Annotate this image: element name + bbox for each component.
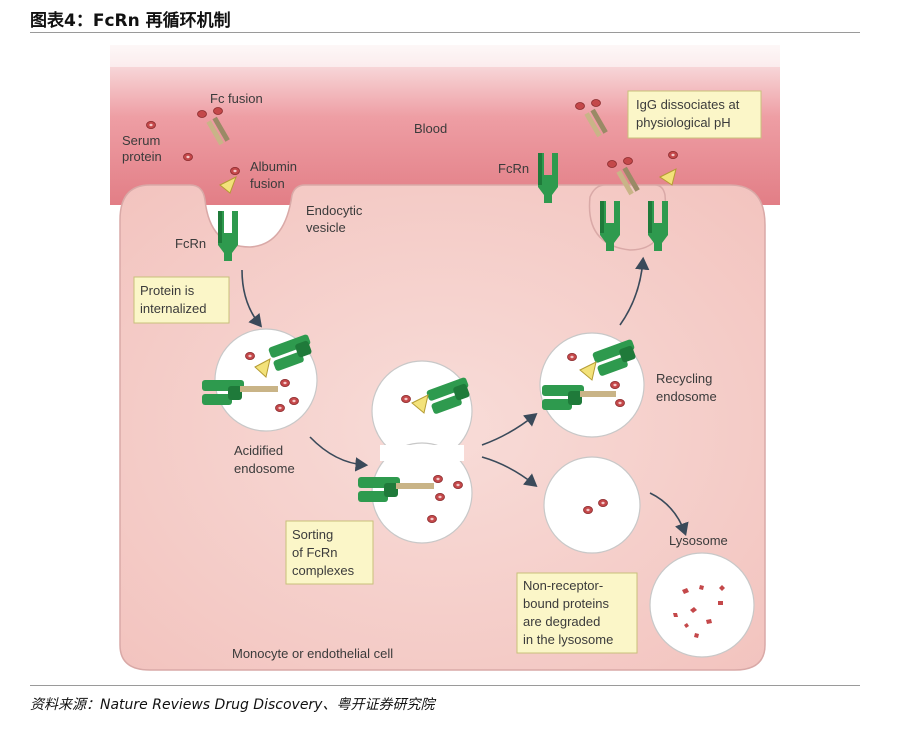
protein-dot [567, 352, 577, 362]
label-fc-fusion: Fc fusion [210, 91, 263, 106]
albumin-triangle [579, 361, 597, 381]
label-fcrn-top: FcRn [498, 161, 529, 176]
arrow-recycle-up [619, 256, 650, 326]
protein-dot [435, 492, 445, 502]
lysosome [649, 552, 755, 658]
box-internalized-line2: internalized [140, 301, 207, 316]
box-nonreceptor-line4: in the lysosome [523, 632, 613, 647]
arrow-to-recycling [481, 413, 538, 446]
albumin-fusion-triangle [219, 175, 237, 194]
serum-protein-dot [183, 152, 193, 162]
protein-dot [433, 474, 443, 484]
box-sorting-line3: complexes [292, 563, 355, 578]
label-lysosome: Lysosome [669, 533, 728, 548]
protein-dot [427, 514, 437, 524]
label-endocytic: Endocytic [306, 203, 363, 218]
arrow-to-degradation [481, 456, 538, 487]
protein-dot [668, 150, 678, 160]
serum-protein-dot [230, 166, 240, 176]
label-acidified: Acidified [234, 443, 283, 458]
figure-title: 图表4：FcRn 再循环机制 [30, 11, 231, 31]
protein-dot [289, 396, 299, 406]
albumin-triangle [659, 168, 677, 186]
label-albumin: Albumin [250, 159, 297, 174]
box-sorting-line1: Sorting [292, 527, 333, 542]
label-fcrn-left: FcRn [175, 236, 206, 251]
degradation-vesicle [543, 456, 641, 554]
fcrn-recycling-diagram: Fc fusion Serum protein Albumin fusion B… [110, 45, 780, 671]
arrow-to-sorting [309, 436, 369, 472]
box-internalized-line1: Protein is [140, 283, 195, 298]
protein-dot [615, 398, 625, 408]
protein-dot [453, 480, 463, 490]
label-serum-protein: protein [122, 149, 162, 164]
label-serum: Serum [122, 133, 160, 148]
igg-stem [396, 483, 434, 489]
protein-dot [280, 378, 290, 388]
label-recycling-endosome: endosome [656, 389, 717, 404]
box-nonreceptor-line2: bound proteins [523, 596, 610, 611]
arrow-to-lysosome [649, 492, 689, 537]
protein-dot [245, 351, 255, 361]
label-blood: Blood [414, 121, 447, 136]
igg-stem [580, 391, 616, 397]
label-acidified-endosome: endosome [234, 461, 295, 476]
albumin-triangle [254, 358, 271, 378]
box-igg-line2: physiological pH [636, 115, 731, 130]
protein-dot [275, 403, 285, 413]
label-recycling: Recycling [656, 371, 712, 386]
sorting-box [285, 520, 374, 585]
box-nonreceptor-line3: are degraded [523, 614, 600, 629]
protein-dot [583, 505, 593, 515]
protein-dot [598, 498, 608, 508]
serum-protein-dot [146, 120, 156, 130]
box-sorting-line2: of FcRn [292, 545, 338, 560]
source-note: 资料来源：Nature Reviews Drug Discovery、粤开证券研… [30, 697, 435, 713]
degraded-fragments [673, 585, 725, 638]
label-cell: Monocyte or endothelial cell [232, 646, 393, 661]
label-albumin-fusion: fusion [250, 176, 285, 191]
bottom-divider [30, 685, 860, 686]
label-endocytic-vesicle: vesicle [306, 220, 346, 235]
protein-dot [610, 380, 620, 390]
box-nonreceptor-line1: Non-receptor- [523, 578, 603, 593]
top-divider [30, 32, 860, 33]
igg-stem [240, 386, 278, 392]
arrow-internalize [241, 269, 263, 328]
protein-dot [401, 394, 411, 404]
non-receptor-box [516, 572, 638, 654]
internalized-box [133, 276, 230, 324]
box-igg-line1: IgG dissociates at [636, 97, 740, 112]
albumin-triangle [411, 394, 429, 414]
igg-dissociates-box [627, 90, 762, 139]
